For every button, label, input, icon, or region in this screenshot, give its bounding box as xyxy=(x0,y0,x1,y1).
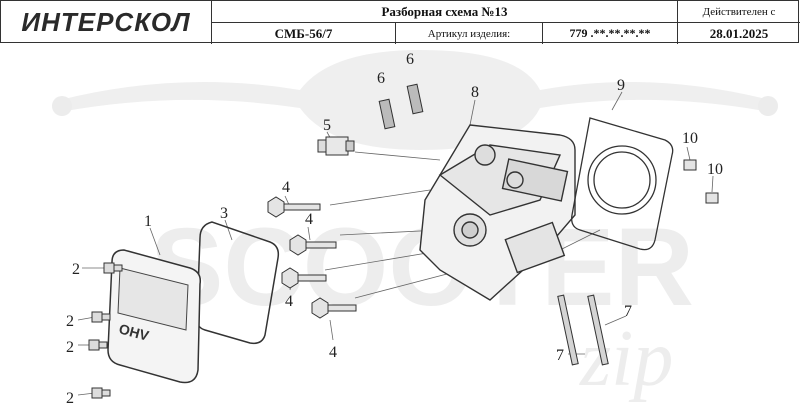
spark-plug xyxy=(317,136,355,156)
callout-2d: 2 xyxy=(66,390,74,407)
callout-4c: 4 xyxy=(285,293,293,310)
callout-2a: 2 xyxy=(72,261,80,278)
article-value: 779 .**.**.**.** xyxy=(543,23,678,44)
callout-9: 9 xyxy=(617,77,625,94)
callout-4b: 4 xyxy=(305,211,313,228)
dowel-pins xyxy=(683,159,719,204)
article-label: Артикул изделия: xyxy=(396,23,543,44)
callout-7a: 7 xyxy=(624,303,632,320)
callout-2c: 2 xyxy=(66,339,74,356)
exploded-diagram: SCOOTER zip OHV xyxy=(52,50,778,407)
callout-4d: 4 xyxy=(329,344,337,361)
model-name: СМБ-56/7 xyxy=(212,23,396,44)
watermark-script: zip xyxy=(579,315,673,403)
callout-10b: 10 xyxy=(707,161,723,178)
valve-cover: OHV xyxy=(107,249,202,384)
studs xyxy=(378,83,424,130)
head-gasket xyxy=(571,117,674,251)
callout-7b: 7 xyxy=(556,347,564,364)
brand-logo: ИНТЕРСКОЛ xyxy=(1,1,212,44)
callout-2b: 2 xyxy=(66,313,74,330)
cylinder-head xyxy=(419,124,576,301)
callout-1: 1 xyxy=(144,213,152,230)
long-studs xyxy=(557,294,609,366)
valid-date: 28.01.2025 xyxy=(709,25,769,41)
head-bolts xyxy=(267,196,357,319)
callout-6b: 6 xyxy=(406,51,414,68)
cover-bolts xyxy=(88,262,123,399)
callout-3: 3 xyxy=(220,205,228,222)
callout-6a: 6 xyxy=(377,70,385,87)
callout-10a: 10 xyxy=(682,130,698,147)
callout-4a: 4 xyxy=(282,179,290,196)
callout-8: 8 xyxy=(471,84,479,101)
callout-labels: 1 2 2 2 2 3 4 4 4 4 5 6 6 7 7 8 9 10 10 xyxy=(66,51,723,407)
logo-text: ИНТЕРСКОЛ xyxy=(21,7,191,37)
callout-5: 5 xyxy=(323,117,331,134)
sheet-title: Разборная схема №13 xyxy=(212,1,678,23)
cover-marking: OHV xyxy=(117,320,151,343)
valid-from-label: Действителен с xyxy=(678,1,800,23)
title-block: ИНТЕРСКОЛ Разборная схема №13 Действител… xyxy=(0,0,800,44)
